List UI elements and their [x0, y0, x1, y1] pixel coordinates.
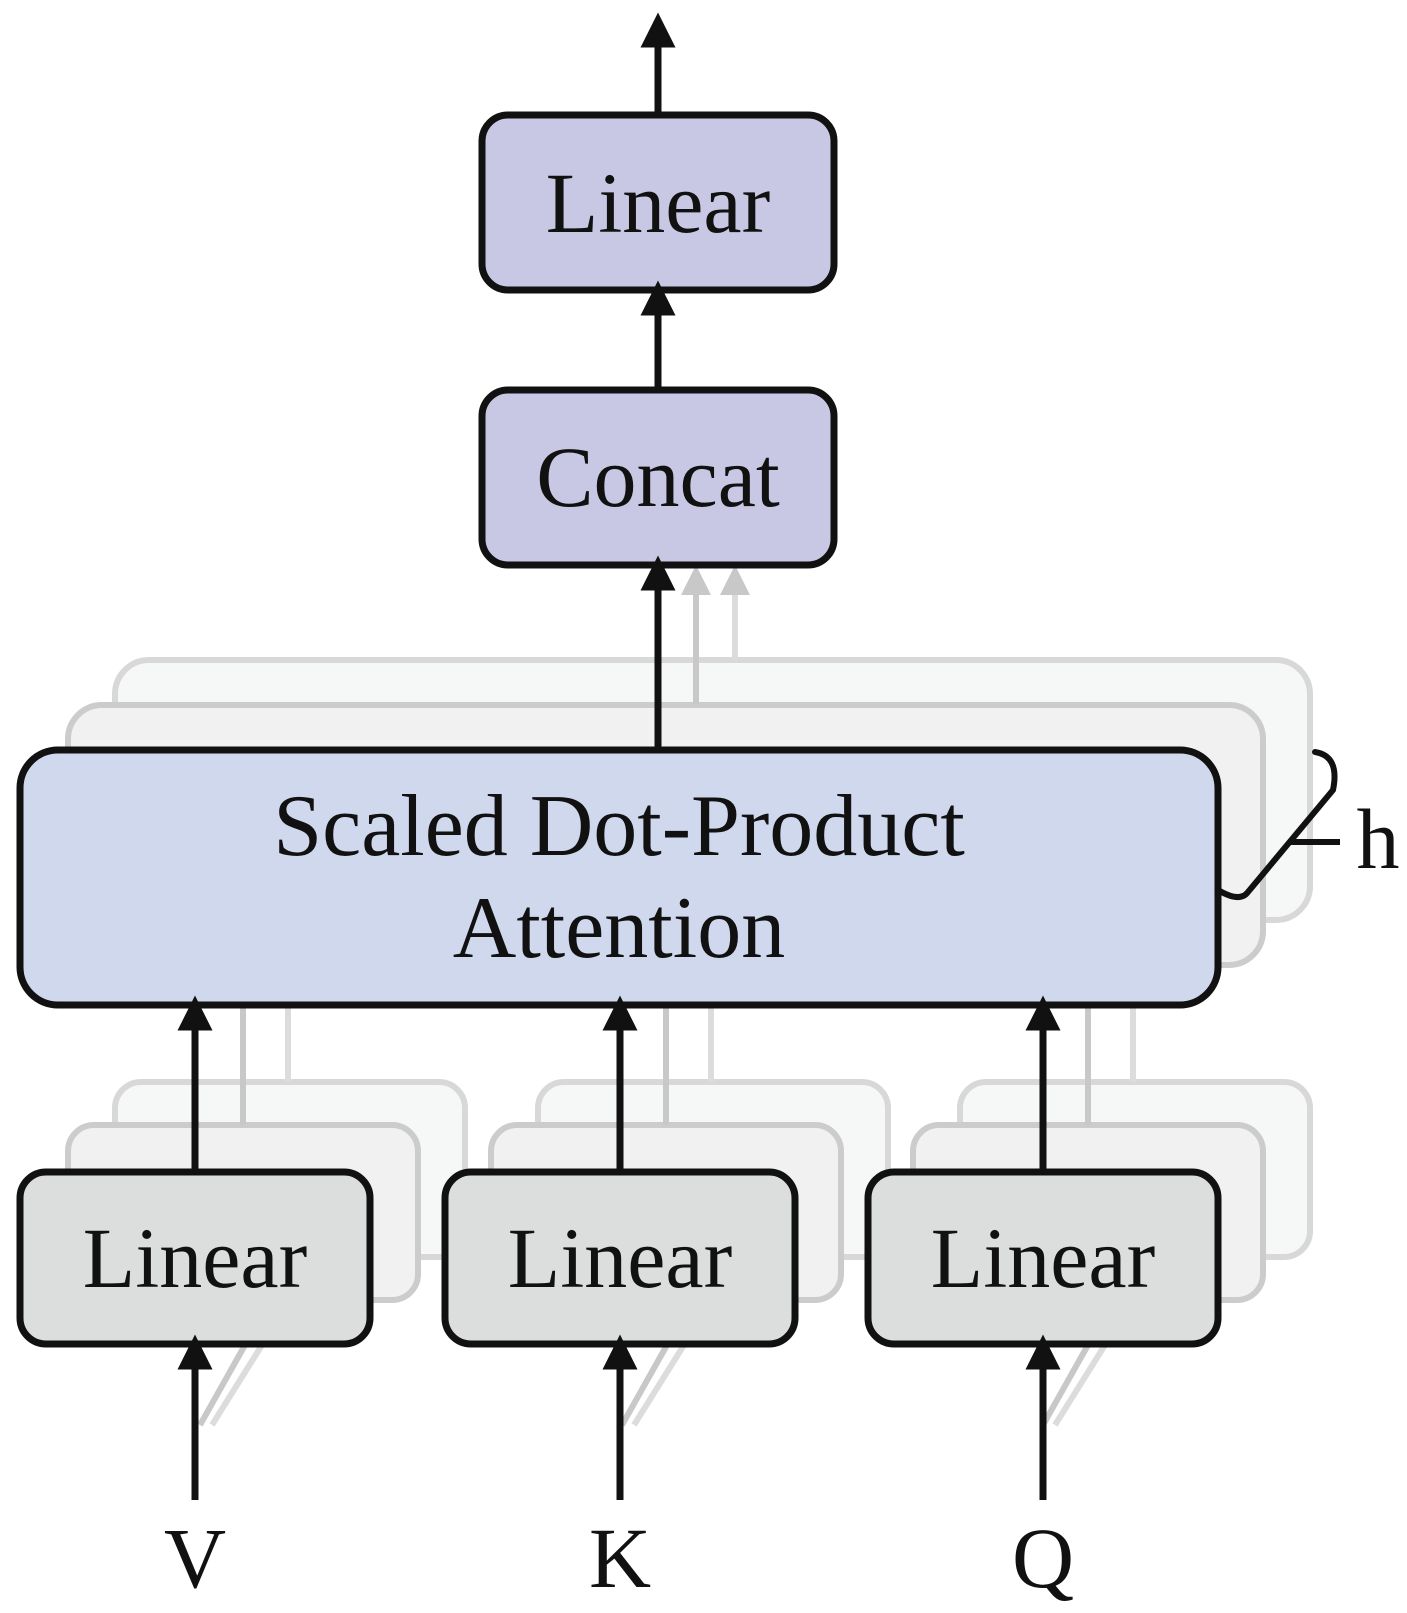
- output-linear-block: Linear: [478, 111, 838, 294]
- scaled-dot-product-attention-block: Scaled Dot-Product Attention: [16, 746, 1222, 1009]
- heads-brace: h: [1215, 749, 1400, 900]
- heads-label: h: [1357, 791, 1400, 887]
- concat-label: Concat: [536, 429, 780, 525]
- v-linear-label: Linear: [83, 1210, 307, 1306]
- q-linear-block: Linear: [864, 1168, 1222, 1348]
- k-linear-block: Linear: [441, 1168, 799, 1348]
- q-linear-label: Linear: [931, 1210, 1155, 1306]
- v-linear-block: Linear: [16, 1168, 374, 1348]
- attention-label-line2: Attention: [453, 880, 785, 977]
- input-q-label: Q: [1012, 1510, 1074, 1606]
- input-k-label: K: [589, 1510, 651, 1606]
- output-linear-label: Linear: [546, 155, 770, 251]
- attention-label-line1: Scaled Dot-Product: [273, 778, 965, 875]
- input-v-label: V: [164, 1510, 226, 1606]
- k-linear-label: Linear: [508, 1210, 732, 1306]
- concat-block: Concat: [478, 386, 838, 569]
- main-arrows: [177, 12, 1061, 1500]
- ghost-connectors: [197, 565, 1136, 1427]
